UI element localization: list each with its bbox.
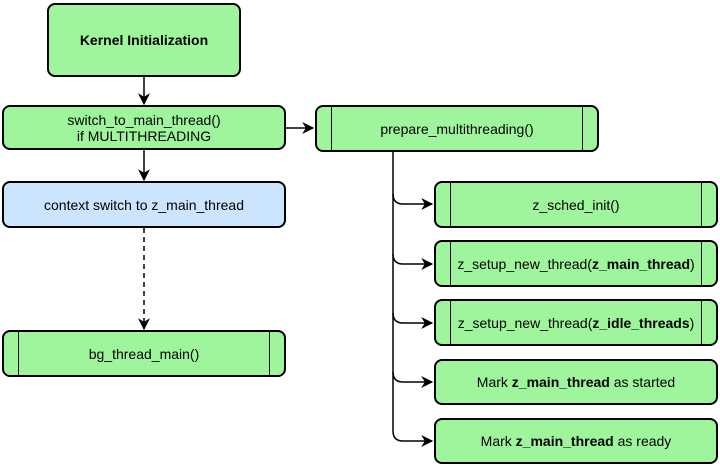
setup-idle-threads-label: z_setup_new_thread(z_idle_threads) xyxy=(458,315,695,331)
mark-main-ready-label: Mark z_main_thread as ready xyxy=(481,433,672,449)
mark-ready-pre-text: Mark xyxy=(480,433,516,449)
setup-main-thread-node: z_setup_new_thread(z_main_thread) xyxy=(434,240,718,287)
edge-to-sched-init xyxy=(392,193,434,210)
context-switch-label: context switch to z_main_thread xyxy=(44,196,244,213)
mark-started-bold-text: z_main_thread xyxy=(511,374,610,390)
setup-main-thread-label: z_setup_new_thread(z_main_thread) xyxy=(457,256,694,272)
mark-main-started-label: Mark z_main_thread as started xyxy=(477,374,675,390)
setup-idle-pre-text: z_setup_new_thread( xyxy=(457,314,593,331)
bg-thread-main-node: bg_thread_main() xyxy=(2,330,286,377)
mark-main-started-node: Mark z_main_thread as started xyxy=(434,359,718,405)
multithreading-condition-label: if MULTITHREADING xyxy=(76,127,212,144)
mark-started-post-text: as started xyxy=(609,374,676,390)
edge-to-setup-idle xyxy=(392,312,434,329)
edge-to-setup-main xyxy=(392,253,434,270)
switch-to-main-thread-node: switch_to_main_thread() if MULTITHREADIN… xyxy=(2,105,286,150)
mark-started-pre-text: Mark xyxy=(476,374,512,390)
z-sched-init-label: z_sched_init() xyxy=(532,196,620,213)
mark-ready-post-text: as ready xyxy=(613,433,672,449)
setup-main-post-text: ) xyxy=(690,255,695,272)
switch-to-main-thread-label: switch_to_main_thread() xyxy=(67,111,221,128)
setup-main-pre-text: z_setup_new_thread( xyxy=(457,255,592,272)
z-sched-init-node: z_sched_init() xyxy=(434,181,718,228)
setup-main-bold-text: z_main_thread xyxy=(591,255,691,272)
setup-idle-bold-text: z_idle_threads xyxy=(592,314,690,331)
kernel-initialization-node: Kernel Initialization xyxy=(47,3,241,77)
mark-main-ready-node: Mark z_main_thread as ready xyxy=(434,418,718,464)
bg-thread-main-label: bg_thread_main() xyxy=(88,345,200,362)
kernel-initialization-label: Kernel Initialization xyxy=(79,32,209,48)
prepare-multithreading-node: prepare_multithreading() xyxy=(315,105,599,152)
edge-prepare-trunk xyxy=(392,152,404,442)
context-switch-node: context switch to z_main_thread xyxy=(2,181,286,228)
prepare-multithreading-label: prepare_multithreading() xyxy=(380,120,534,137)
setup-idle-threads-node: z_setup_new_thread(z_idle_threads) xyxy=(434,299,718,346)
edge-to-mark-started xyxy=(392,371,434,388)
setup-idle-post-text: ) xyxy=(689,314,695,331)
mark-ready-bold-text: z_main_thread xyxy=(515,433,614,449)
